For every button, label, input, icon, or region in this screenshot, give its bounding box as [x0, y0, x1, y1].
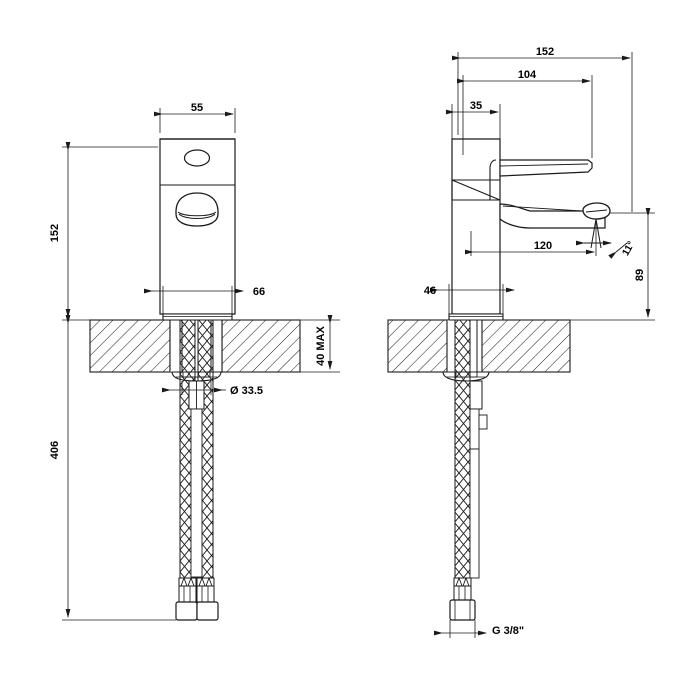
dim-label-406: 406: [49, 441, 61, 459]
dim-label-120: 120: [534, 240, 552, 252]
dim-label-46: 46: [424, 285, 436, 297]
dim-55: [154, 108, 236, 133]
dim-46: [430, 284, 515, 314]
tap-body-side: [451, 138, 501, 315]
dim-label-89: 89: [634, 269, 646, 281]
dim-label-152-side: 152: [536, 46, 554, 58]
dim-152-front: [62, 142, 300, 321]
side-view: [387, 138, 611, 621]
base-flange-side: [448, 313, 504, 321]
dim-label-55: 55: [191, 102, 203, 114]
base-flange-front: [162, 313, 233, 321]
dim-40max: [300, 315, 340, 373]
dim-label-152-front: 152: [49, 224, 61, 242]
dim-label-11-degrees: 11°: [620, 240, 637, 258]
dim-66: [144, 286, 244, 314]
tap-body-front: [159, 138, 236, 315]
dimensions-front-view: [62, 108, 340, 621]
lever-handle-side: [489, 159, 593, 200]
hose-fitting-side: [449, 576, 476, 621]
dimensions-side-view: [430, 52, 655, 638]
dim-35: [446, 104, 501, 178]
countertop-section-side: [387, 319, 571, 373]
dim-152-side: [452, 52, 633, 212]
hose-fittings-front: [175, 576, 219, 621]
dim-label-thread: G 3/8": [492, 625, 524, 637]
dim-104: [457, 75, 593, 158]
dim-11-degrees: [576, 218, 628, 259]
supply-hose-side: [454, 319, 488, 579]
dimension-labels: 55 152 66 40 MAX Ø 33.5 406 152 104 35 1…: [49, 46, 646, 637]
lever-handle-front: [175, 192, 219, 227]
front-view: [89, 138, 301, 621]
dim-label-35: 35: [470, 100, 482, 112]
dim-label-104: 104: [518, 69, 537, 81]
spout-side: [499, 202, 611, 229]
dim-label-40max: 40 MAX: [315, 325, 327, 365]
dim-89: [570, 208, 655, 321]
lever-pivot-ellipse: [183, 149, 211, 167]
dim-120: [465, 221, 597, 256]
dim-label-33-5: Ø 33.5: [230, 385, 263, 397]
dim-33-5: [162, 381, 226, 395]
dim-label-66: 66: [253, 286, 265, 298]
dim-406: [62, 315, 176, 621]
dim-thread: [434, 620, 487, 638]
